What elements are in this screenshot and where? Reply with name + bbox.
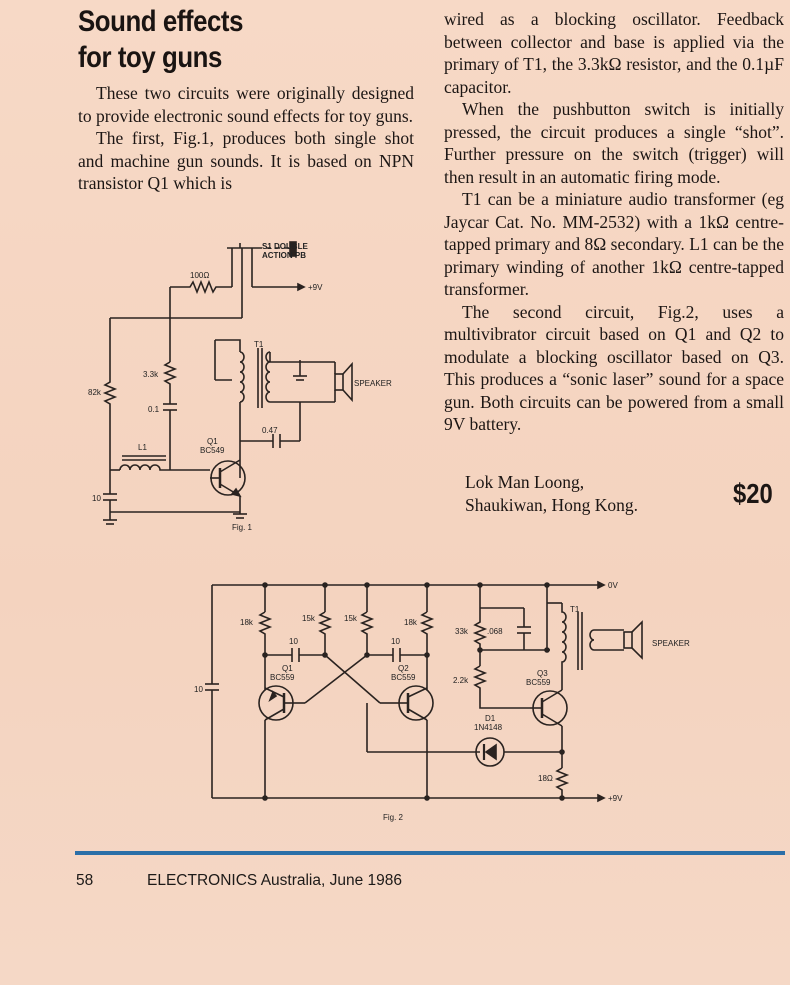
fig1-schematic: S1 DOUBLE ACTION PB 100Ω +9V T1 3.3k 82k… xyxy=(88,241,392,532)
paragraph: The first, Fig.1, produces both single s… xyxy=(78,128,414,193)
prize-amount: $20 xyxy=(733,478,773,509)
title-line-2: for toy guns xyxy=(78,41,222,74)
transformer-t1 xyxy=(561,603,567,690)
title-line-1: Sound effects xyxy=(78,5,243,38)
label-r1: 18k xyxy=(240,618,254,627)
label-q1-type: BC559 xyxy=(270,673,295,682)
label-q3: Q3 xyxy=(537,669,548,678)
label-d1: D1 xyxy=(485,714,496,723)
label-c2: 10 xyxy=(391,637,400,646)
label-r4: 18k xyxy=(404,618,418,627)
page-number: 58 xyxy=(76,872,94,889)
right-column: wired as a blocking oscillator. Feedback… xyxy=(444,8,784,436)
label-q1-type: BC549 xyxy=(200,446,225,455)
label-q2: Q2 xyxy=(398,664,409,673)
fig1-caption: Fig. 1 xyxy=(232,523,253,532)
label-t1: T1 xyxy=(570,605,580,614)
label-9v: +9V xyxy=(608,794,623,803)
paragraph: wired as a blocking oscillator. Feedback… xyxy=(444,9,784,97)
fig2-schematic: 0V +9V 18k 15k 15k 18k 10 10 10 Q1 BC559… xyxy=(194,580,690,822)
label-r82k: 82k xyxy=(88,388,102,397)
label-q2-type: BC559 xyxy=(391,673,416,682)
publication-line: ELECTRONICS Australia, June 1986 xyxy=(147,872,403,889)
label-supply: +9V xyxy=(308,283,323,292)
label-c10: 10 xyxy=(92,494,101,503)
paragraph: When the pushbutton switch is initially … xyxy=(444,99,784,187)
label-cbatt: 10 xyxy=(194,685,203,694)
resistor-15k-a xyxy=(317,611,333,655)
switch-label-2: ACTION PB xyxy=(262,251,306,260)
inductor-l1 xyxy=(119,464,210,471)
fig2-caption: Fig. 2 xyxy=(383,813,404,822)
label-r22k: 2.2k xyxy=(453,676,469,685)
paragraph: These two circuits were originally desig… xyxy=(78,83,414,126)
left-column: These two circuits were originally desig… xyxy=(78,82,414,195)
resistor-3k3 xyxy=(162,361,178,404)
resistor-18k-left xyxy=(257,611,273,690)
switch-symbol xyxy=(227,241,306,292)
label-q3-type: BC559 xyxy=(526,678,551,687)
transformer-t1 xyxy=(215,339,241,352)
footer-rule xyxy=(75,851,785,855)
switch-label-1: S1 DOUBLE xyxy=(262,242,308,251)
label-speaker: SPEAKER xyxy=(652,639,690,648)
speaker-symbol xyxy=(334,373,344,391)
label-r18: 18Ω xyxy=(538,774,553,783)
label-r100: 100Ω xyxy=(190,271,209,280)
label-r2: 15k xyxy=(302,614,316,623)
label-c068: .068 xyxy=(487,627,503,636)
author-name: Lok Man Loong, xyxy=(465,472,585,492)
label-t1: T1 xyxy=(254,340,264,349)
label-c047: 0.47 xyxy=(262,426,278,435)
label-c1: 10 xyxy=(289,637,298,646)
label-q1: Q1 xyxy=(207,437,218,446)
resistor-2k2 xyxy=(472,665,530,709)
resistor-100 xyxy=(170,279,232,295)
author-place: Shaukiwan, Hong Kong. xyxy=(465,495,639,515)
label-l1: L1 xyxy=(138,443,147,452)
speaker-symbol xyxy=(623,631,633,649)
label-r33k: 3.3k xyxy=(143,370,159,379)
label-0v: 0V xyxy=(608,581,618,590)
resistor-18k-right xyxy=(419,611,435,690)
resistor-82k xyxy=(102,378,118,470)
label-q1: Q1 xyxy=(282,664,293,673)
resistor-18ohm xyxy=(554,767,570,798)
label-r33k: 33k xyxy=(455,627,469,636)
resistor-33k xyxy=(472,608,488,666)
resistor-15k-b xyxy=(359,611,375,655)
label-r3: 15k xyxy=(344,614,358,623)
label-d1-type: 1N4148 xyxy=(474,723,503,732)
label-c01: 0.1 xyxy=(148,405,160,414)
paragraph: The second circuit, Fig.2, uses a multiv… xyxy=(444,301,784,435)
paragraph: T1 can be a miniature audio transformer … xyxy=(444,189,784,299)
author-signoff: Lok Man Loong, Shaukiwan, Hong Kong. xyxy=(465,471,638,517)
label-speaker: SPEAKER xyxy=(354,379,392,388)
article-title: Sound effects for toy guns xyxy=(78,4,370,76)
